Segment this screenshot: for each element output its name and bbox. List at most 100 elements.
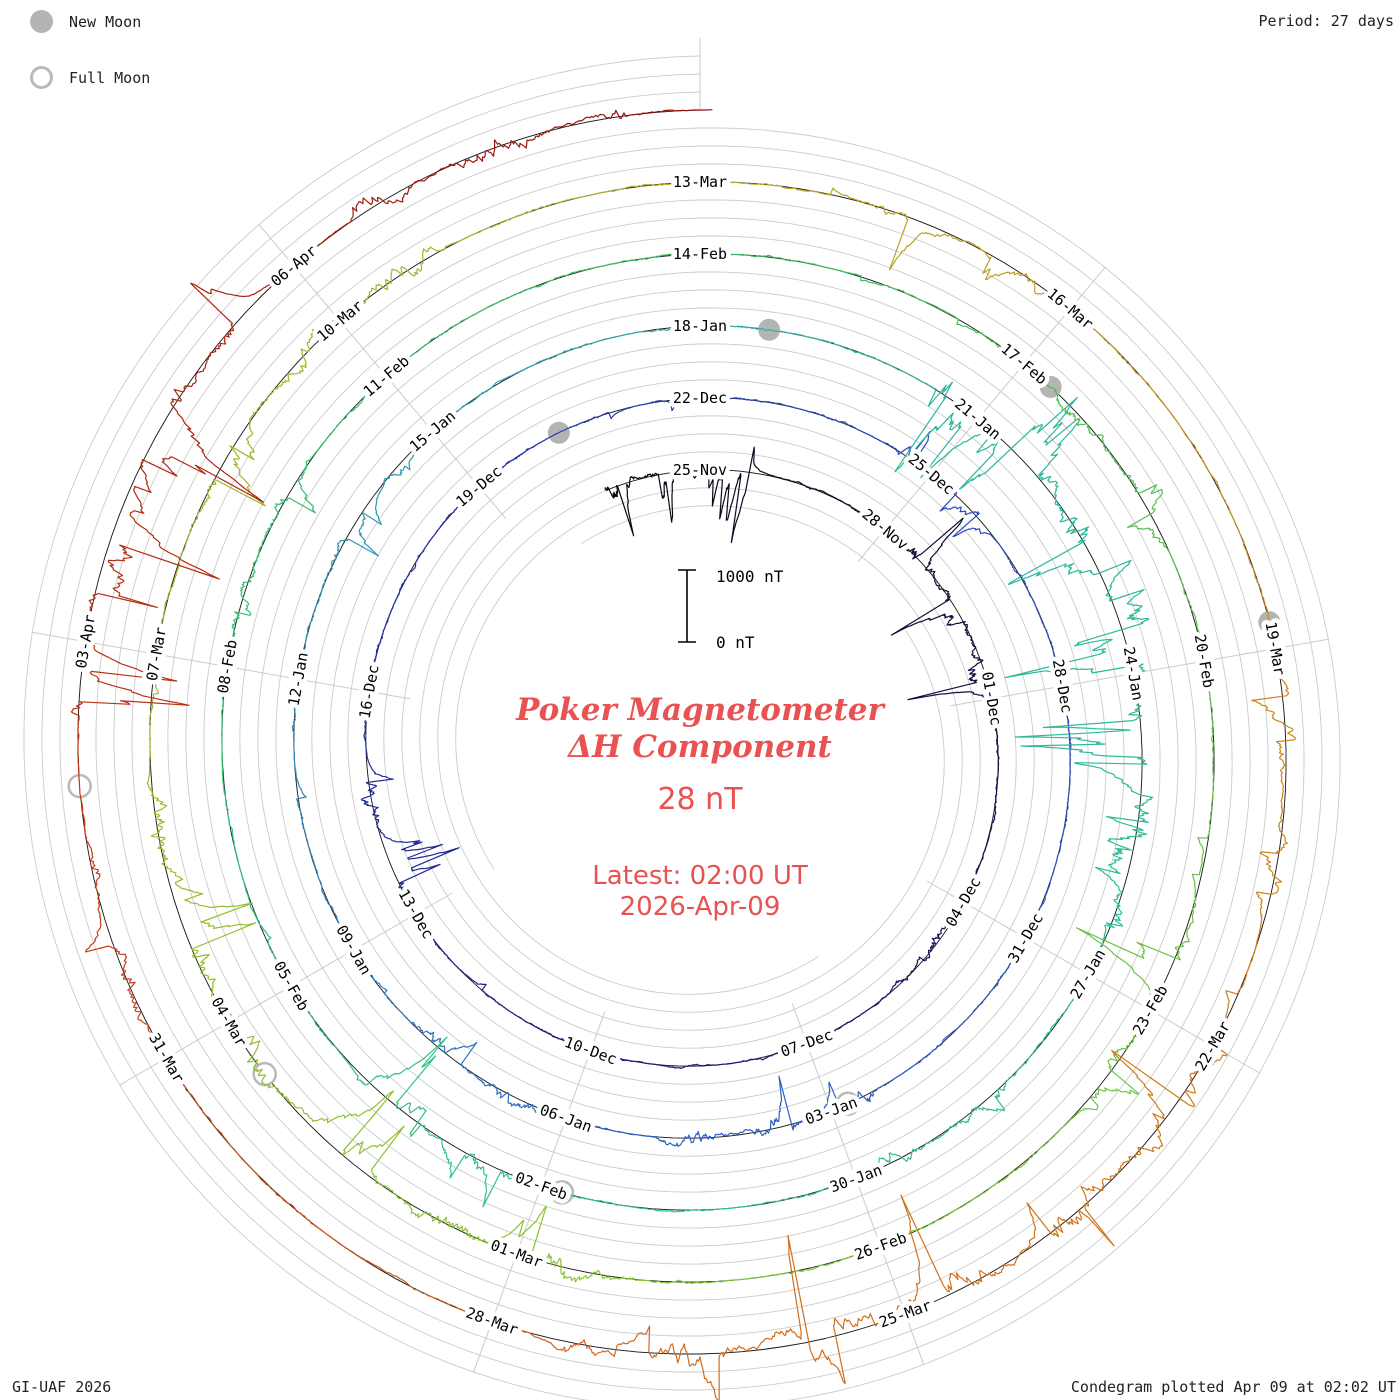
trace-segment <box>1113 1011 1154 1062</box>
trace-segment <box>1054 484 1081 535</box>
trace-segment <box>524 1205 576 1281</box>
trace-segment <box>385 340 432 377</box>
trace-segment <box>399 1102 443 1143</box>
trace-segment <box>1023 363 1063 409</box>
trace-segment <box>73 712 81 787</box>
date-label: 18-Jan <box>673 317 727 335</box>
trace-segment <box>948 1106 1002 1130</box>
trace-segment <box>1127 487 1168 549</box>
date-label: 13-Dec <box>395 886 438 942</box>
trace-segment <box>155 591 171 655</box>
date-label: 25-Nov <box>673 461 727 479</box>
trace-segment <box>753 1194 806 1206</box>
trace-segment <box>170 374 240 485</box>
trace-segment <box>166 1057 208 1118</box>
trace-segment <box>671 464 701 516</box>
trace-segment <box>911 517 964 576</box>
trace-segment <box>338 278 393 320</box>
date-label: 10-Mar <box>313 297 366 346</box>
trace-segment <box>895 956 921 984</box>
date-label: 07-Mar <box>143 626 170 682</box>
trace-segment <box>625 109 700 118</box>
trace-segment <box>350 181 416 220</box>
date-label: 25-Mar <box>877 1296 934 1331</box>
date-label: 22-Mar <box>1191 1018 1234 1074</box>
trace-segment <box>491 997 524 1020</box>
trace-segment <box>989 533 1015 569</box>
trace-segment <box>482 1170 542 1208</box>
trace-segment <box>314 865 334 909</box>
trace-segment <box>1166 548 1191 604</box>
trace-segment <box>231 832 246 887</box>
date-label: 07-Dec <box>778 1025 835 1060</box>
trace-segment <box>363 730 373 770</box>
trace-segment <box>211 265 295 298</box>
trace-segment <box>169 529 192 592</box>
trace-segment <box>772 1042 807 1056</box>
date-label: 16-Dec <box>356 663 383 719</box>
trace-segment <box>1026 1202 1115 1249</box>
trace-segment <box>372 806 396 842</box>
sector-spokes <box>32 38 1329 1373</box>
trace-segment <box>974 331 1025 365</box>
trace-segment <box>147 717 151 783</box>
trace-segment <box>1024 898 1046 939</box>
trace-segment <box>544 422 582 441</box>
grid-spiral <box>41 73 1323 1391</box>
spiral-plot-layer: 25-Nov28-Nov01-Dec04-Dec07-Dec10-Dec13-D… <box>23 38 1341 1400</box>
trace-segment <box>1095 825 1148 875</box>
trace-segment <box>966 634 984 670</box>
trace-segment <box>569 185 635 201</box>
trace-segment <box>1131 1075 1165 1158</box>
date-label: 20-Feb <box>1191 633 1218 689</box>
trace-segment <box>1211 719 1215 780</box>
trace-segment <box>425 514 451 547</box>
trace-segment <box>107 508 220 580</box>
trace-segment <box>415 913 438 947</box>
trace-segment <box>986 699 998 733</box>
trace-segment <box>1027 1017 1061 1060</box>
trace-segment <box>239 558 258 616</box>
trace-segment <box>478 460 511 488</box>
trace-segment <box>1044 856 1058 900</box>
date-label: 31-Dec <box>1004 910 1047 966</box>
trace-segment <box>1056 814 1068 858</box>
trace-segment <box>700 1204 754 1212</box>
trace-segment <box>860 430 898 452</box>
date-label: 08-Feb <box>214 638 241 694</box>
trace-segment <box>736 1054 773 1064</box>
trace-segment <box>449 486 480 515</box>
trace-segment <box>275 459 316 514</box>
date-label: 23-Feb <box>1129 982 1172 1038</box>
trace-segment <box>602 330 652 341</box>
trace-segment <box>699 1276 762 1284</box>
trace-segment <box>609 1129 655 1138</box>
sector-spoke <box>473 1011 606 1373</box>
trace-segment <box>952 506 991 538</box>
trace-segment <box>368 652 378 692</box>
trace-segment <box>906 1128 950 1162</box>
trace-segment <box>994 767 999 803</box>
trace-segment <box>630 1325 701 1367</box>
scale-bar-bottom-label: 0 nT <box>716 633 755 652</box>
date-label: 04-Mar <box>208 994 251 1050</box>
trace-segment <box>414 154 485 183</box>
trace-segment <box>87 575 158 644</box>
trace-segment <box>1242 918 1263 985</box>
trace-segment <box>965 1247 1028 1286</box>
trace-segment <box>295 773 307 821</box>
trace-segment <box>593 1199 647 1210</box>
trace-segment <box>78 786 94 858</box>
trace-segment <box>637 1279 700 1284</box>
trace-segment <box>346 375 387 417</box>
date-label: 04-Dec <box>942 874 985 930</box>
trace-segment <box>619 399 660 413</box>
date-label: 27-Jan <box>1067 946 1110 1002</box>
trace-segment <box>956 238 1015 281</box>
trace-segment <box>1257 582 1277 649</box>
trace-segment <box>884 529 913 552</box>
trace-segment <box>1251 648 1290 718</box>
trace-segment <box>1255 851 1283 919</box>
trace-segment <box>757 254 816 266</box>
trace-segment <box>974 974 1003 1010</box>
